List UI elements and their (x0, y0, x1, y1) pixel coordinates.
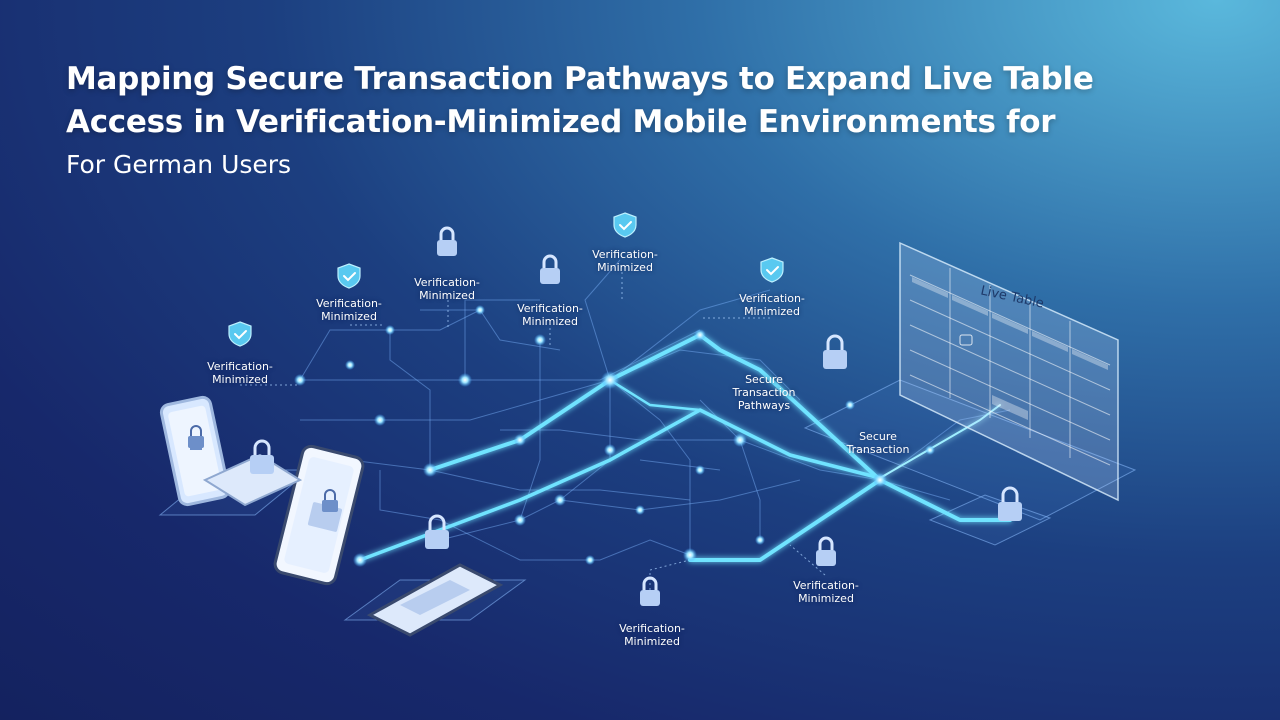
smartphone-icon (202, 453, 303, 507)
verification-label: Verification-Minimized (793, 579, 859, 605)
page-subtitle: For German Users (66, 150, 292, 179)
verification-label: Verification-Minimized (207, 360, 273, 386)
verification-label: Verification-Minimized (592, 248, 658, 274)
shield-check-marks (234, 221, 779, 340)
smartphone-icon (273, 444, 365, 586)
padlock-icon (188, 226, 1022, 606)
verification-label: Verification-Minimized (414, 276, 480, 302)
verification-label: Verification-Minimized (739, 292, 805, 318)
smartphone-icon (366, 563, 504, 637)
verification-label: Verification-Minimized (517, 302, 583, 328)
shield-check-icon (228, 212, 784, 347)
secure-pathway (358, 333, 1012, 562)
platform-right (803, 379, 1137, 521)
verification-label: Verification-Minimized (316, 297, 382, 323)
page-title: Mapping Secure Transaction Pathways to E… (66, 58, 1226, 144)
title-line-2: Access in Verification-Minimized Mobile … (66, 104, 1056, 140)
title-line-1: Mapping Secure Transaction Pathways to E… (66, 61, 1094, 97)
live-table-panel (899, 241, 1119, 502)
network-lines (299, 259, 1011, 561)
leader-lines (240, 272, 826, 600)
verification-label: Verification-Minimized (619, 622, 685, 648)
network-nodes (294, 305, 935, 567)
